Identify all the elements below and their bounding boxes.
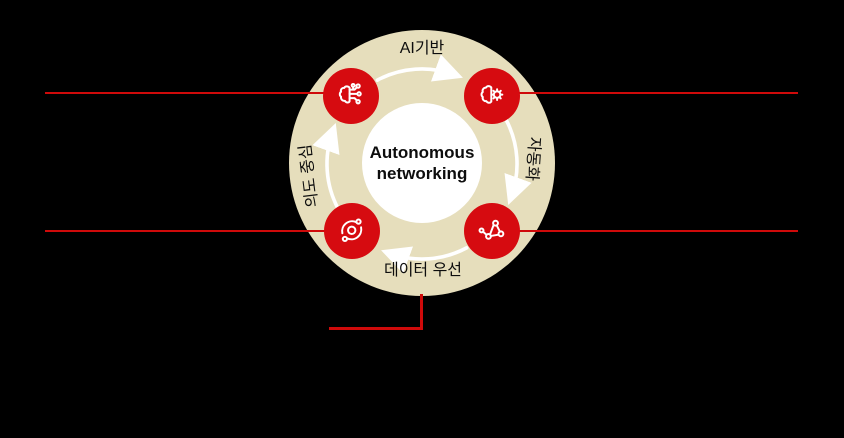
center-title: Autonomous networking <box>369 142 475 183</box>
callout-line-bottom-right <box>492 229 798 232</box>
stage-label-data-first: 데이터 우선 <box>383 262 463 279</box>
sync-orbit-icon <box>341 218 363 243</box>
stage-label-ai-based: AI기반 <box>399 40 445 57</box>
connector-elbow-vertical <box>420 294 423 330</box>
node-ai-based <box>323 68 379 124</box>
cycle-arrow-right <box>504 117 532 205</box>
callout-line-top-right <box>492 91 798 94</box>
ai-circuit-brain-icon <box>338 82 362 105</box>
cycle-arrow-left <box>312 123 340 211</box>
stage-label-automation: 자동화 <box>522 136 543 182</box>
cycle-arrow-top <box>375 54 463 82</box>
connector-elbow-horizontal <box>329 327 423 330</box>
callout-line-top-left <box>45 91 351 94</box>
brain-gear-icon <box>480 85 504 104</box>
node-data-first <box>464 203 520 259</box>
center-circle: Autonomous networking <box>362 103 482 223</box>
node-automation <box>464 68 520 124</box>
node-intent-centered <box>324 203 380 259</box>
callout-line-bottom-left <box>45 229 352 232</box>
share-network-icon <box>478 219 505 240</box>
cycle-arrow-bottom <box>381 246 469 274</box>
